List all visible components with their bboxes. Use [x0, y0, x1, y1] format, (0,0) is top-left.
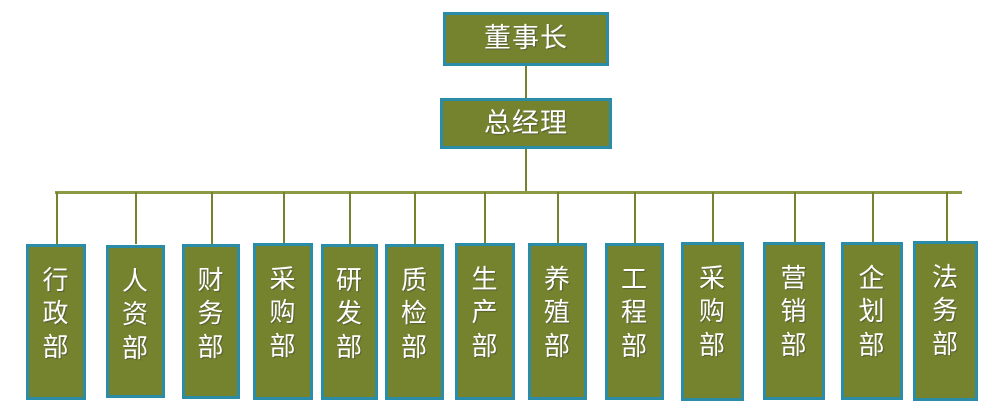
node-dept-production-label: 生产部 — [471, 265, 499, 362]
node-dept-research-development[interactable]: 研发部 — [321, 244, 378, 400]
connector-general-manager-stem — [525, 149, 527, 192]
connector-drop-dept-marketing — [794, 192, 796, 244]
node-dept-finance-label: 财务部 — [197, 266, 225, 363]
node-dept-research-development-label: 研发部 — [335, 266, 363, 363]
node-dept-procurement-2-label: 采购部 — [698, 264, 726, 361]
connector-drop-dept-planning — [872, 192, 874, 244]
node-dept-breeding-label: 养殖部 — [543, 265, 571, 362]
node-dept-breeding[interactable]: 养殖部 — [528, 243, 587, 400]
connector-drop-dept-administration — [56, 192, 58, 244]
node-dept-procurement-1[interactable]: 采购部 — [253, 243, 313, 400]
node-general-manager-label: 总经理 — [484, 107, 568, 139]
connector-chairman-to-general-manager — [525, 66, 527, 98]
node-chairman[interactable]: 董事长 — [443, 12, 609, 66]
connector-drop-dept-human-resources — [135, 192, 137, 244]
node-chairman-label: 董事长 — [484, 23, 568, 55]
node-dept-human-resources[interactable]: 人资部 — [106, 245, 165, 398]
connector-drop-dept-engineering — [634, 192, 636, 244]
node-dept-planning-label: 企划部 — [858, 264, 886, 361]
node-dept-quality-inspection-label: 质检部 — [400, 266, 428, 363]
connector-drop-dept-procurement-1 — [283, 192, 285, 244]
node-dept-procurement-1-label: 采购部 — [269, 265, 297, 362]
connector-drop-dept-production — [484, 192, 486, 244]
node-dept-administration[interactable]: 行政部 — [26, 244, 86, 400]
node-dept-legal[interactable]: 法务部 — [913, 241, 978, 401]
node-dept-finance[interactable]: 财务部 — [182, 244, 240, 399]
node-dept-quality-inspection[interactable]: 质检部 — [385, 244, 444, 400]
node-dept-administration-label: 行政部 — [42, 266, 70, 363]
node-dept-procurement-2[interactable]: 采购部 — [681, 242, 744, 401]
node-dept-engineering-label: 工程部 — [620, 265, 648, 362]
connector-drop-dept-quality-inspection — [414, 192, 416, 244]
connector-horizontal-bus — [55, 191, 962, 194]
connector-drop-dept-procurement-2 — [712, 192, 714, 244]
node-dept-engineering[interactable]: 工程部 — [605, 243, 664, 400]
connector-drop-dept-research-development — [349, 192, 351, 244]
node-dept-marketing-label: 营销部 — [780, 264, 808, 361]
node-general-manager[interactable]: 总经理 — [440, 98, 612, 149]
node-dept-human-resources-label: 人资部 — [121, 267, 149, 364]
node-dept-planning[interactable]: 企划部 — [841, 242, 903, 400]
connector-drop-dept-breeding — [557, 192, 559, 244]
node-dept-marketing[interactable]: 营销部 — [763, 242, 825, 400]
node-dept-production[interactable]: 生产部 — [455, 243, 515, 400]
connector-drop-dept-finance — [211, 192, 213, 244]
node-dept-legal-label: 法务部 — [931, 263, 959, 360]
connector-drop-dept-legal — [946, 192, 948, 244]
